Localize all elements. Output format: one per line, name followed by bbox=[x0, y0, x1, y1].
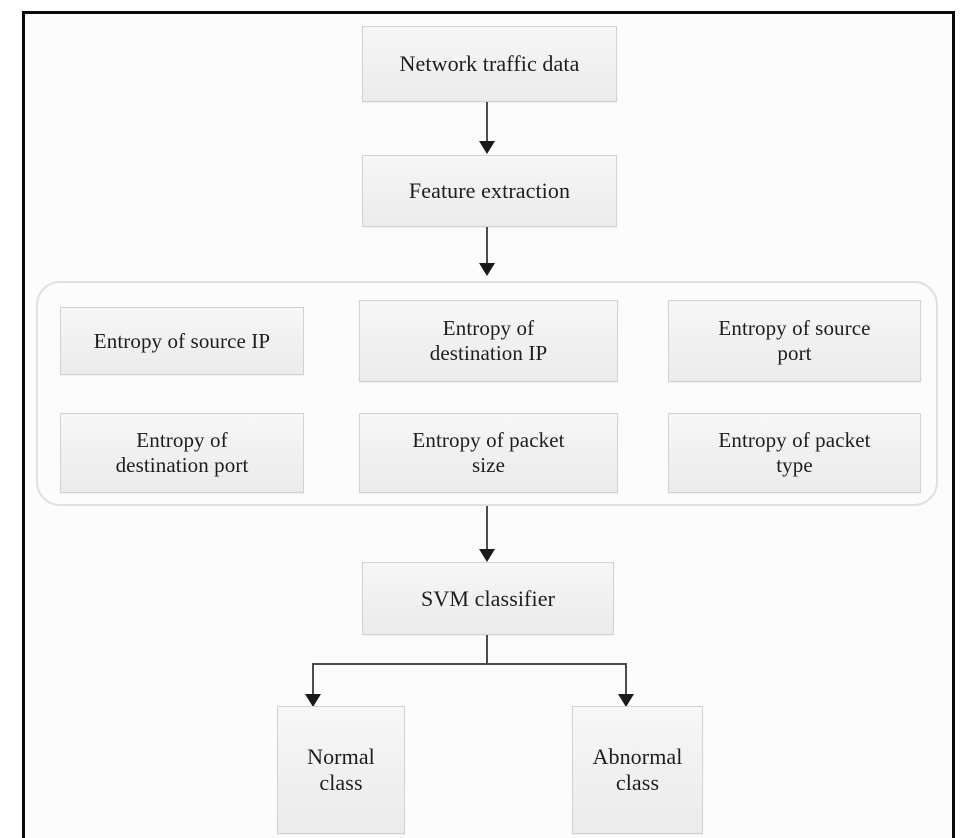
feature-box-entropy-destination-ip-label: Entropy of destination IP bbox=[429, 316, 548, 365]
connector-branch-right bbox=[625, 663, 627, 705]
node-svm-classifier: SVM classifier bbox=[362, 562, 614, 635]
connector-input-to-feature-extraction bbox=[486, 102, 488, 146]
connector-classifier-bus bbox=[312, 663, 627, 665]
feature-box-entropy-source-ip: Entropy of source IP bbox=[60, 307, 304, 375]
feature-box-entropy-source-port: Entropy of source port bbox=[668, 300, 921, 382]
feature-box-entropy-packet-type: Entropy of packet type bbox=[668, 413, 921, 493]
node-normal-class-label: Normal class bbox=[307, 744, 375, 795]
feature-box-entropy-destination-ip: Entropy of destination IP bbox=[359, 300, 618, 382]
arrowhead-feature-group bbox=[479, 263, 495, 276]
node-normal-class: Normal class bbox=[277, 706, 405, 834]
connector-classifier-stem bbox=[486, 635, 488, 665]
node-svm-classifier-label: SVM classifier bbox=[421, 585, 555, 611]
feature-box-entropy-destination-port-label: Entropy of destination port bbox=[115, 428, 249, 477]
feature-box-entropy-destination-port: Entropy of destination port bbox=[60, 413, 304, 493]
arrowhead-classifier bbox=[479, 549, 495, 562]
node-network-traffic-data-label: Network traffic data bbox=[399, 51, 580, 77]
node-feature-extraction: Feature extraction bbox=[362, 155, 617, 227]
node-abnormal-class: Abnormal class bbox=[572, 706, 703, 834]
connector-feature-extraction-to-group bbox=[486, 227, 488, 269]
feature-box-entropy-packet-size: Entropy of packet size bbox=[359, 413, 618, 493]
node-network-traffic-data: Network traffic data bbox=[362, 26, 617, 102]
feature-box-entropy-packet-size-label: Entropy of packet size bbox=[412, 428, 565, 477]
connector-group-to-classifier bbox=[486, 506, 488, 554]
node-abnormal-class-label: Abnormal class bbox=[592, 744, 683, 795]
feature-box-entropy-packet-type-label: Entropy of packet type bbox=[718, 428, 871, 477]
arrowhead-abnormal-class bbox=[618, 694, 634, 707]
arrowhead-normal-class bbox=[305, 694, 321, 707]
arrowhead-feature-extraction bbox=[479, 141, 495, 154]
node-feature-extraction-label: Feature extraction bbox=[408, 178, 571, 204]
feature-box-entropy-source-port-label: Entropy of source port bbox=[718, 316, 871, 365]
connector-branch-left bbox=[312, 663, 314, 705]
feature-box-entropy-source-ip-label: Entropy of source IP bbox=[93, 328, 271, 353]
